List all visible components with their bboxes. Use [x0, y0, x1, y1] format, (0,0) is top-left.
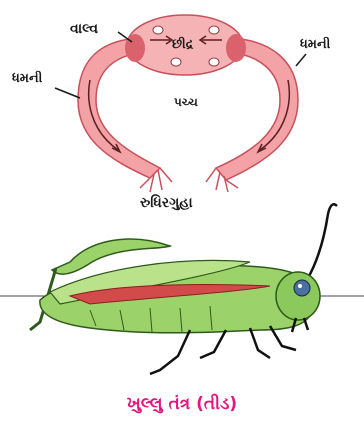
- pore-label: છીદ્ર: [172, 38, 193, 51]
- artery-label-left: ધમની: [12, 72, 42, 85]
- ostium-4: [209, 58, 219, 66]
- valve-left: [125, 34, 145, 62]
- artery-label-right: ધમની: [300, 38, 330, 51]
- valve-label: વાલ્વ: [70, 22, 98, 36]
- ostium-2: [209, 26, 219, 34]
- cavity-label: રુધિરગુહા: [140, 196, 193, 210]
- grasshopper-head: [276, 272, 320, 320]
- eye-highlight: [298, 284, 302, 288]
- grasshopper: [0, 204, 364, 374]
- figure-caption: ખુલ્લુ તંત્ર (તીડ): [0, 396, 364, 413]
- compound-eye: [294, 280, 310, 296]
- tube-label: પચ્ચ: [174, 96, 198, 108]
- antenna: [308, 204, 337, 278]
- valve-right: [226, 34, 246, 62]
- ostium-3: [171, 58, 181, 66]
- ostium-1: [153, 26, 163, 34]
